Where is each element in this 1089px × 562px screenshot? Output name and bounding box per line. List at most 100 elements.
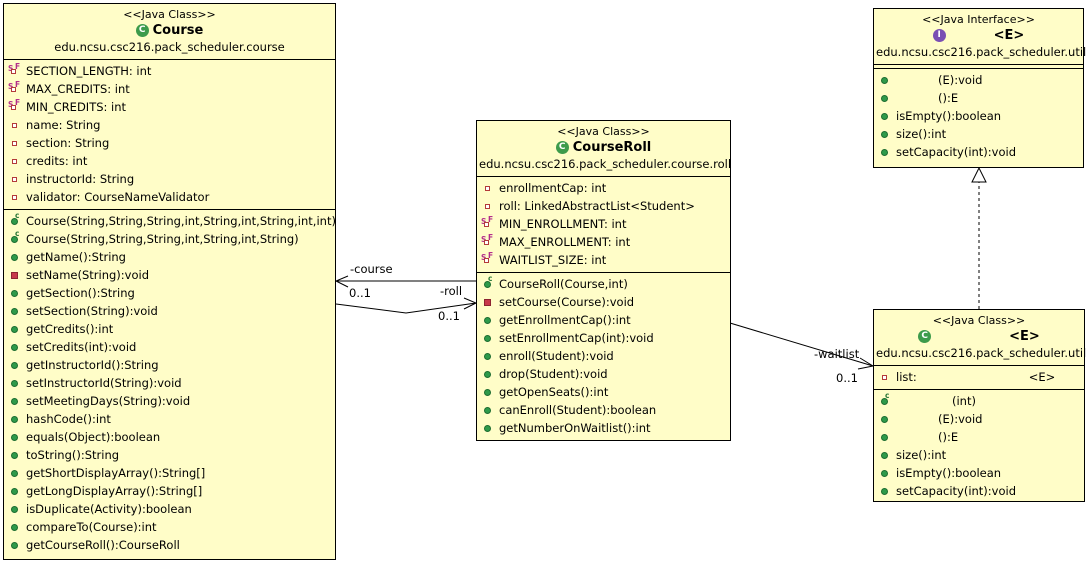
method-row[interactable]: enroll(Student):void	[477, 347, 730, 365]
course-package: edu.ncsu.csc216.pack_scheduler.course	[54, 40, 285, 54]
field-row[interactable]: SFMIN_ENROLLMENT: int	[477, 215, 730, 233]
member-text: setInstructorId(String):void	[26, 376, 182, 390]
method-row[interactable]: isEmpty():boolean	[874, 464, 1084, 482]
field-row[interactable]: list:<E>	[874, 368, 1084, 386]
member-text: instructorId: String	[26, 172, 135, 186]
private-field-icon	[8, 155, 22, 167]
course-stereotype: <<Java Class>>	[123, 8, 216, 21]
method-row[interactable]: isEmpty():boolean	[874, 107, 1083, 125]
method-row[interactable]: getInstructorId():String	[4, 356, 335, 374]
method-row[interactable]: getSection():String	[4, 284, 335, 302]
method-row[interactable]: (E):void	[874, 71, 1083, 89]
public-method-icon	[878, 431, 892, 443]
public-method-icon	[481, 314, 495, 326]
method-row[interactable]: compareTo(Course):int	[4, 518, 335, 536]
field-row[interactable]: SFSECTION_LENGTH: int	[4, 62, 335, 80]
method-row[interactable]: setName(String):void	[4, 266, 335, 284]
member-text: MAX_ENROLLMENT: int	[499, 235, 631, 249]
method-row[interactable]: setInstructorId(String):void	[4, 374, 335, 392]
class-icon: C	[918, 330, 932, 343]
method-row[interactable]: setCourse(Course):void	[477, 293, 730, 311]
field-row[interactable]: instructorId: String	[4, 170, 335, 188]
field-row[interactable]: SFMIN_CREDITS: int	[4, 98, 335, 116]
member-text: Course(String,String,String,int,String,i…	[26, 232, 299, 246]
method-row[interactable]: setMeetingDays(String):void	[4, 392, 335, 410]
method-row[interactable]: ():E	[874, 89, 1083, 107]
field-row[interactable]: section: String	[4, 134, 335, 152]
field-row[interactable]: SFMAX_ENROLLMENT: int	[477, 233, 730, 251]
public-method-icon	[481, 332, 495, 344]
field-row[interactable]: enrollmentCap: int	[477, 179, 730, 197]
method-row[interactable]: ():E	[874, 428, 1084, 446]
member-text: isEmpty():boolean	[896, 109, 1002, 123]
field-row[interactable]: credits: int	[4, 152, 335, 170]
method-row[interactable]: drop(Student):void	[477, 365, 730, 383]
method-row[interactable]: getName():String	[4, 248, 335, 266]
method-row[interactable]: getCredits():int	[4, 320, 335, 338]
interface-stereotype: <<Java Interface>>	[922, 13, 1035, 26]
method-row[interactable]: getOpenSeats():int	[477, 383, 730, 401]
queue-fields: list:<E>	[874, 366, 1084, 390]
courseroll-class-name-text: CourseRoll	[572, 140, 652, 155]
method-row[interactable]: getShortDisplayArray():String[]	[4, 464, 335, 482]
queue-class-box[interactable]: <<Java Class>> C<E> edu.ncsu.csc216.pack…	[873, 309, 1086, 502]
method-row[interactable]: hashCode():int	[4, 410, 335, 428]
interface-fields	[874, 65, 1083, 69]
roll-association-line	[335, 302, 477, 314]
method-row[interactable]: (E):void	[874, 410, 1084, 428]
public-method-icon	[8, 467, 22, 479]
roll-multiplicity: 0..1	[438, 309, 460, 323]
waitlist-multiplicity: 0..1	[836, 371, 858, 385]
method-row[interactable]: equals(Object):boolean	[4, 428, 335, 446]
field-row[interactable]: SF WAITLIST_SIZE: int	[477, 251, 730, 269]
method-row[interactable]: toString():String	[4, 446, 335, 464]
public-method-icon	[8, 395, 22, 407]
static-final-field-icon: SF	[8, 99, 22, 113]
private-field-icon	[481, 182, 495, 194]
member-text: canEnroll(Student):boolean	[499, 403, 657, 417]
method-row[interactable]: setCredits(int):void	[4, 338, 335, 356]
method-row[interactable]: c(int)	[874, 392, 1084, 410]
member-text: CourseRoll(Course,int)	[499, 277, 628, 291]
course-fields: SFSECTION_LENGTH: intSFMAX_CREDITS: intS…	[4, 60, 335, 210]
method-row[interactable]: setCapacity(int):void	[874, 143, 1083, 161]
public-method-icon	[878, 449, 892, 461]
method-row[interactable]: getCourseRoll():CourseRoll	[4, 536, 335, 554]
private-field-icon	[878, 371, 892, 383]
method-row[interactable]: getLongDisplayArray():String[]	[4, 482, 335, 500]
field-row[interactable]: name: String	[4, 116, 335, 134]
method-row[interactable]: setCapacity(int):void	[874, 482, 1084, 500]
member-text: getSection():String	[26, 286, 135, 300]
public-method-icon	[8, 539, 22, 551]
member-text: WAITLIST_SIZE: int	[499, 253, 607, 267]
public-method-icon	[481, 350, 495, 362]
public-method-icon	[8, 449, 22, 461]
field-row[interactable]: validator: CourseNameValidator	[4, 188, 335, 206]
static-final-field-icon: SF	[481, 252, 495, 266]
public-method-icon	[481, 386, 495, 398]
method-row[interactable]: setEnrollmentCap(int):void	[477, 329, 730, 347]
method-row[interactable]: size():int	[874, 125, 1083, 143]
public-method-icon	[8, 413, 22, 425]
interface-box[interactable]: <<Java Interface>> I<E> edu.ncsu.csc216.…	[873, 8, 1086, 168]
method-row[interactable]: size():int	[874, 446, 1084, 464]
method-row[interactable]: isDuplicate(Activity):boolean	[4, 500, 335, 518]
method-row[interactable]: getNumberOnWaitlist():int	[477, 419, 730, 437]
field-row[interactable]: SFMAX_CREDITS: int	[4, 80, 335, 98]
method-row[interactable]: setSection(String):void	[4, 302, 335, 320]
method-row[interactable]: getEnrollmentCap():int	[477, 311, 730, 329]
public-method-icon	[878, 74, 892, 86]
class-icon: C	[135, 24, 149, 37]
member-text: MIN_ENROLLMENT: int	[499, 217, 627, 231]
public-method-icon	[8, 323, 22, 335]
method-row[interactable]: canEnroll(Student):boolean	[477, 401, 730, 419]
field-row[interactable]: roll: LinkedAbstractList<Student>	[477, 197, 730, 215]
member-text: getNumberOnWaitlist():int	[499, 421, 651, 435]
